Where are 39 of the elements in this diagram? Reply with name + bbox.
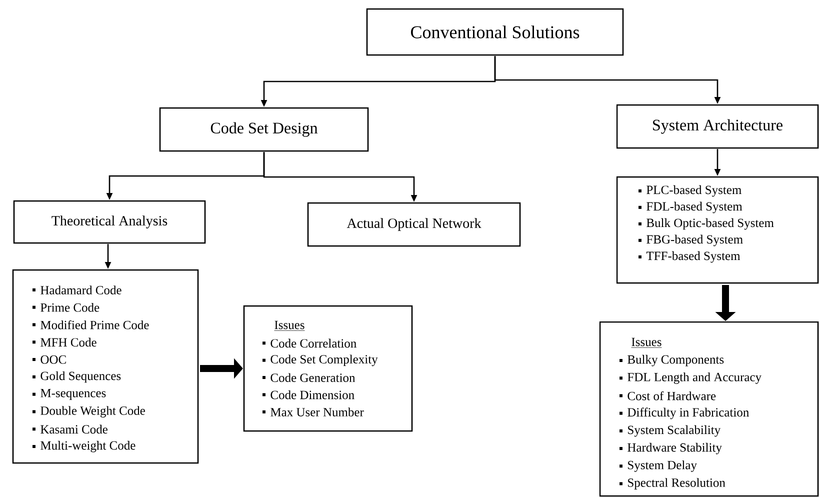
list-item: Code Correlation: [262, 338, 356, 348]
list-item: Double Weight Code: [32, 406, 145, 418]
list-item: MFH Code: [32, 338, 96, 347]
list-item: OOC: [32, 355, 66, 364]
process-box: Actual Optical Network: [307, 202, 521, 247]
list-item: PLC-based System: [638, 185, 742, 197]
process-box: Conventional Solutions: [366, 8, 624, 56]
list-item: Hardware Stability: [620, 442, 722, 454]
list-item: Code Generation: [262, 373, 356, 382]
list-item: Kasami Code: [32, 424, 108, 434]
list-item: FDL Length and Accuracy: [620, 372, 762, 384]
list-item: FBG-based System: [638, 234, 743, 246]
list-item: System Delay: [620, 460, 697, 472]
list-item: Bulk Optic-based System: [638, 218, 774, 230]
heading: Issues: [274, 320, 305, 331]
list-item: Gold Sequences: [32, 371, 121, 383]
process-box: Code Set Design: [159, 107, 369, 152]
list-box: [616, 176, 819, 284]
list-item: M-sequences: [32, 388, 106, 400]
list-item: Cost of Hardware: [620, 391, 716, 400]
list-box: [12, 269, 199, 464]
list-item: Prime Code: [32, 303, 100, 312]
list-item: Difficulty in Fabrication: [620, 408, 749, 420]
list-item: Modified Prime Code: [32, 320, 149, 330]
list-item: Code Set Complexity: [262, 354, 378, 366]
list-item: Multi-weight Code: [32, 440, 136, 452]
list-item: FDL-based System: [638, 202, 742, 214]
list-item: Spectral Resolution: [620, 478, 726, 490]
list-item: Max User Number: [262, 408, 364, 416]
list-item: Code Dimension: [262, 390, 354, 400]
list-item: Hadamard Code: [32, 286, 122, 294]
heading: Issues: [631, 338, 662, 348]
process-box: System Architecture: [616, 104, 819, 149]
process-box: Theoretical Analysis: [13, 200, 206, 244]
list-item: Bulky Components: [620, 354, 724, 366]
list-item: TFF-based System: [638, 251, 740, 263]
list-item: System Scalability: [620, 425, 721, 437]
list-box: [599, 321, 819, 497]
list-box: [243, 305, 413, 432]
